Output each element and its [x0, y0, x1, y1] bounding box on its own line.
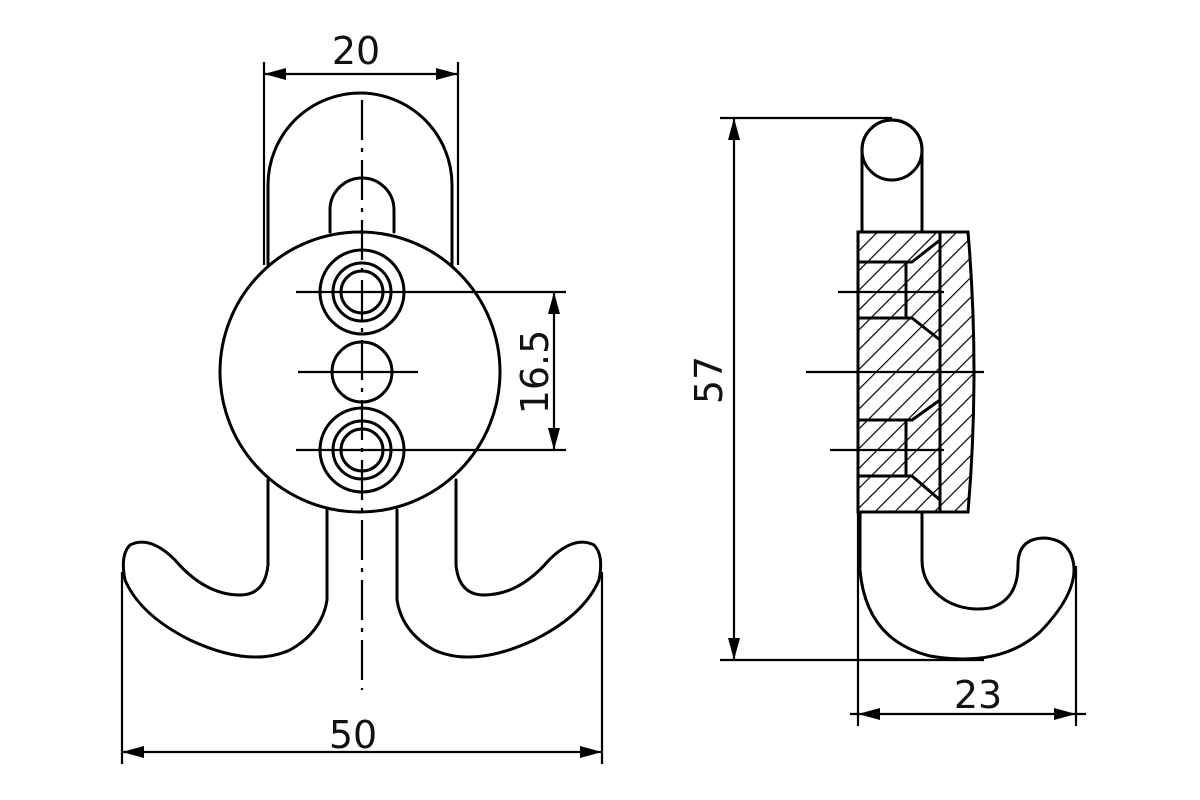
dimension-label-total-width: 50	[329, 713, 377, 757]
dimension-total-width: 50	[120, 572, 604, 764]
dimension-hole-spacing: 16.5	[513, 292, 560, 450]
dimension-top-width: 20	[262, 29, 460, 265]
base-plate	[218, 230, 502, 514]
dimension-label-top-width: 20	[332, 29, 380, 73]
hook-left-arm	[121, 478, 329, 659]
dimension-label-total-height: 57	[687, 356, 731, 404]
hook-right-arm	[395, 478, 603, 659]
hook-top-knob	[860, 118, 924, 234]
hook-top-loop	[266, 91, 454, 267]
cavity-top	[856, 238, 942, 342]
cavity-bottom	[856, 398, 942, 502]
hook-lower-curve	[858, 510, 1076, 661]
dimension-depth: 23	[850, 512, 1086, 726]
dimension-label-depth: 23	[954, 673, 1002, 717]
dimension-label-hole-spacing: 16.5	[513, 330, 557, 415]
front-view: 20 16.5 50	[120, 29, 604, 764]
dimension-total-height: 57	[687, 116, 984, 662]
side-view: 57 23	[687, 116, 1086, 726]
